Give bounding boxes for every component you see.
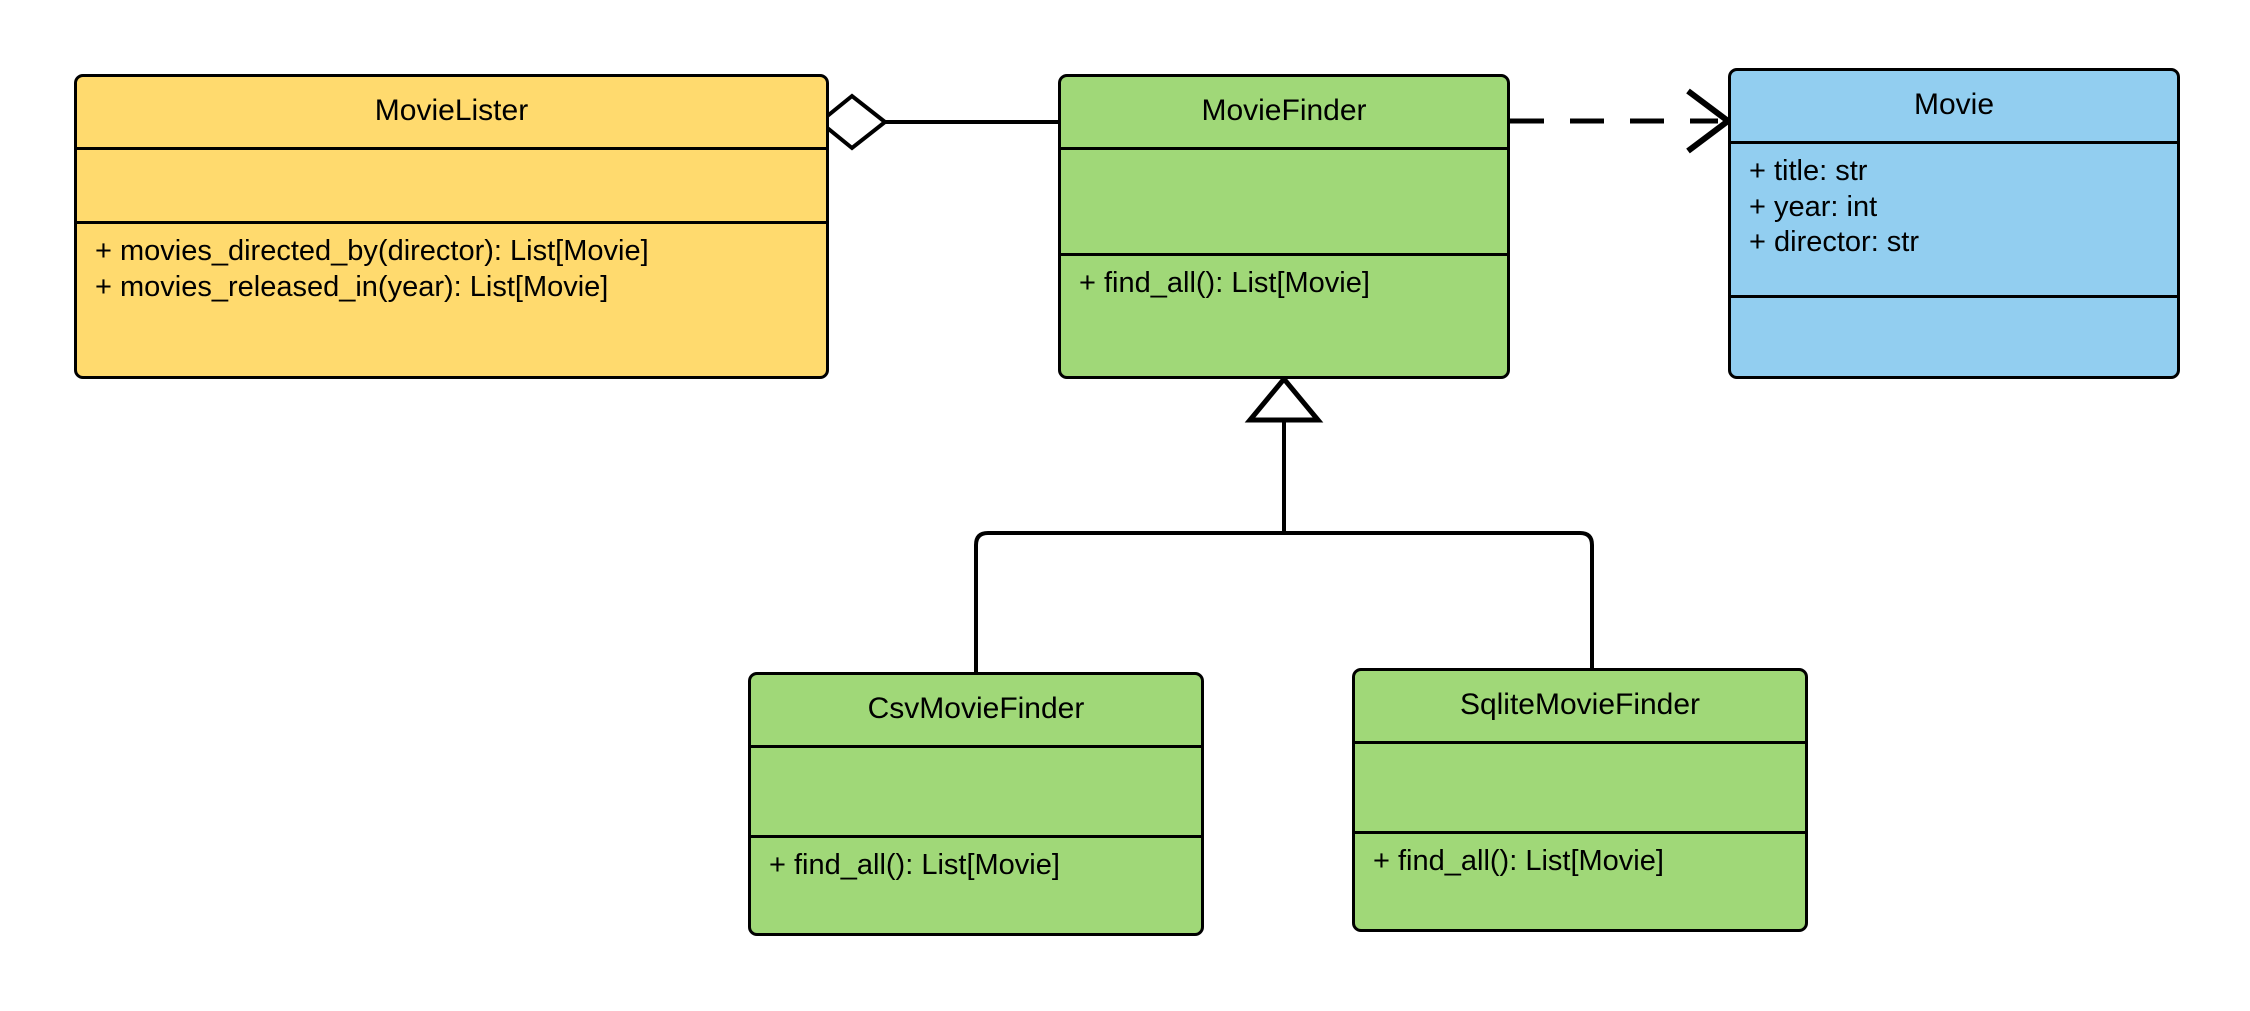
methods-compartment-movie [1731,298,2177,376]
methods-compartment-sqlite-movie-finder: + find_all(): List[Movie] [1355,834,1805,929]
edge-generalization-subclasses-finder [974,375,1594,672]
edge-aggregation-lister-finder [816,93,1058,151]
class-box-csv-movie-finder[interactable]: CsvMovieFinder + find_all(): List[Movie] [748,672,1204,936]
class-name-csv-movie-finder: CsvMovieFinder [751,675,1201,748]
method-row: + find_all(): List[Movie] [1373,845,1664,877]
open-arrow-marker [1686,88,1733,154]
attribute-row: + year: int [1749,190,1878,223]
class-box-movie-lister[interactable]: MovieLister + movies_directed_by(directo… [74,74,829,379]
hollow-triangle-marker [1244,375,1324,423]
class-name-movie-finder: MovieFinder [1061,77,1507,150]
class-name-sqlite-movie-finder: SqliteMovieFinder [1355,671,1805,744]
methods-compartment-movie-lister: + movies_directed_by(director): List[Mov… [77,224,826,376]
attributes-compartment-movie-finder [1061,150,1507,256]
method-row: + movies_released_in(year): List[Movie] [95,270,609,303]
attribute-row: + title: str [1749,155,1868,187]
method-row: + movies_directed_by(director): List[Mov… [95,235,649,267]
methods-compartment-movie-finder: + find_all(): List[Movie] [1061,256,1507,376]
edge-dependency-finder-movie [1510,88,1733,154]
generalization-bus [974,531,1594,672]
attributes-compartment-sqlite-movie-finder [1355,744,1805,834]
class-name-movie: Movie [1731,71,2177,144]
attributes-compartment-movie-lister [77,150,826,224]
attributes-compartment-csv-movie-finder [751,748,1201,838]
class-box-movie-finder[interactable]: MovieFinder + find_all(): List[Movie] [1058,74,1510,379]
class-name-movie-lister: MovieLister [77,77,826,150]
method-row: + find_all(): List[Movie] [769,849,1060,881]
class-box-movie[interactable]: Movie + title: str + year: int + directo… [1728,68,2180,379]
attribute-row: + director: str [1749,226,1920,259]
class-box-sqlite-movie-finder[interactable]: SqliteMovieFinder + find_all(): List[Mov… [1352,668,1808,932]
hollow-diamond-marker [816,93,889,151]
attributes-compartment-movie: + title: str + year: int + director: str [1731,144,2177,298]
methods-compartment-csv-movie-finder: + find_all(): List[Movie] [751,838,1201,933]
method-row: + find_all(): List[Movie] [1079,267,1370,299]
